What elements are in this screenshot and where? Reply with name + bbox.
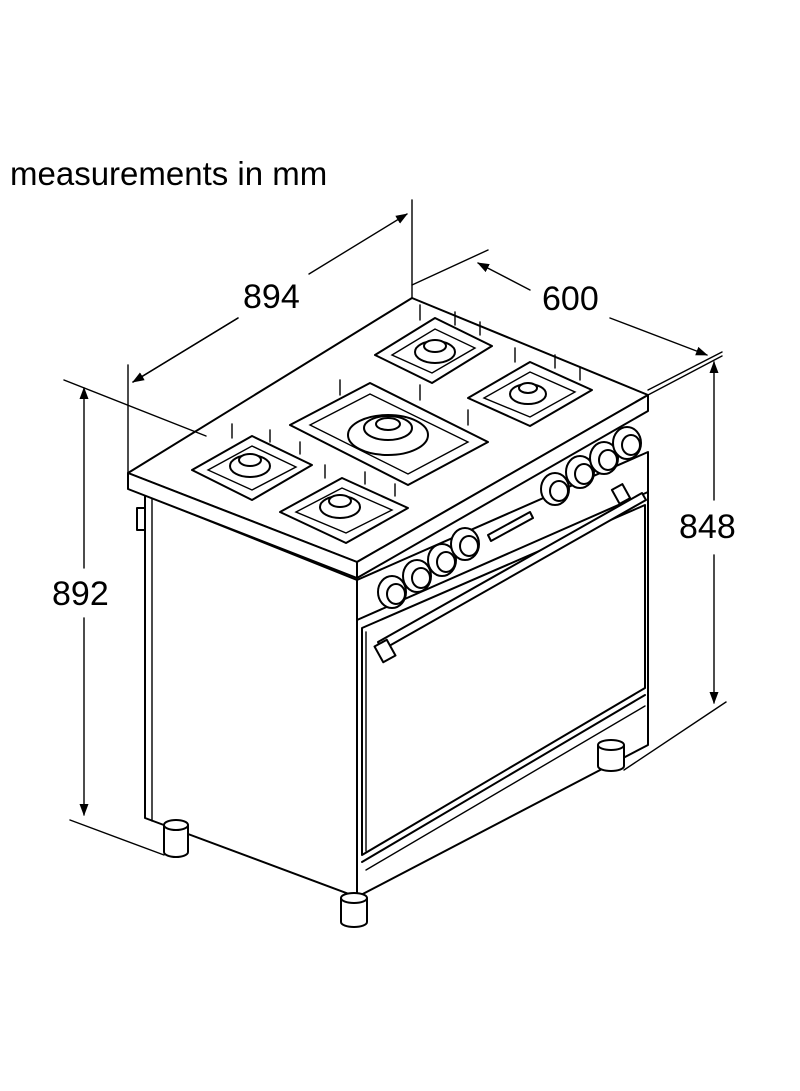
foot-front-center [340,892,368,928]
knob-3 [427,543,457,577]
feet [163,739,625,928]
dimension-width: 894 [127,199,413,474]
knob-4 [450,527,480,561]
foot-right [597,739,625,772]
dimension-height-worktop: 848 [623,355,736,771]
control-knobs [377,426,642,609]
knob-6 [565,455,595,489]
knob-2 [402,559,432,593]
units-note: measurements in mm [10,155,327,192]
burner-right [467,347,593,427]
dimension-depth: 600 [411,249,723,391]
knob-1 [377,575,407,609]
burner-left [191,423,313,501]
dimension-height-total: 892 [52,379,207,856]
knob-5 [540,472,570,506]
width-label: 894 [243,278,300,316]
burner-front [279,464,409,544]
height-total-label: 892 [52,575,109,613]
oven-door-handle [373,483,647,664]
knob-8 [612,426,642,460]
height-worktop-label: 848 [679,508,736,546]
burner-wok-center [289,379,489,486]
knob-7 [589,441,619,475]
burner-rear-right [374,304,493,384]
depth-label: 600 [542,280,599,318]
foot-front-left [163,819,189,858]
